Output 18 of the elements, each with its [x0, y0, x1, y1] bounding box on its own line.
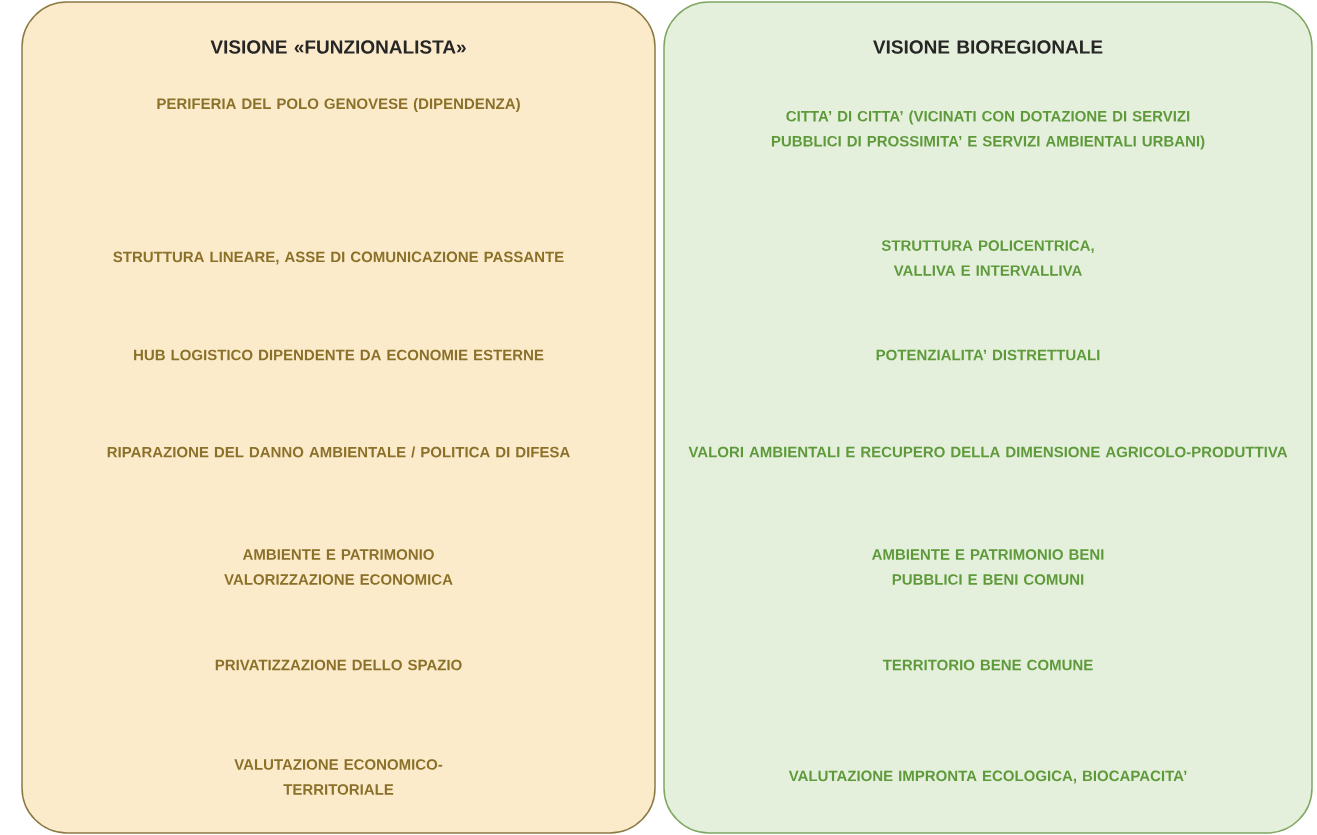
- box-text: VALUTAZIONE IMPRONTA ECOLOGICA, BIOCAPACITA’: [788, 770, 1187, 784]
- box-heading: VISIONE «FUNZIONALISTA»: [210, 40, 466, 54]
- box-text: AMBIENTE E PATRIMONIO BENI PUBBLICI E BENI COMUNI: [872, 549, 1104, 585]
- box-text: CITTA’ DI CITTA’ (VICINATI CON DOTAZIONE DI SERVIZI PUBBLICI DI PROSSIMITA’ E SERVIZI AMBIENTALI URBANI): [771, 110, 1205, 150]
- box-text: VALORI AMBIENTALI E RECUPERO DELLA DIMENSIONE AGRICOLO-PRODUTTIVA: [688, 446, 1288, 458]
- box-text: POTENZIALITA’ DISTRETTUALI: [876, 349, 1100, 361]
- box-text: HUB LOGISTICO DIPENDENTE DA ECONOMIE ESTERNE: [134, 349, 544, 361]
- rounded-panel: [663, 1, 1313, 834]
- box-text: AMBIENTE E PATRIMONIO VALORIZZAZIONE ECONOMICA: [224, 549, 453, 585]
- box-text: STRUTTURA LINEARE, ASSE DI COMUNICAZIONE PASSANTE: [113, 251, 564, 265]
- box-text: STRUTTURA POLICENTRICA, VALLIVA E INTERVALLIVA: [881, 240, 1094, 276]
- box-text: TERRITORIO BENE COMUNE: [882, 659, 1093, 671]
- box-text: PERIFERIA DEL POLO GENOVESE (DIPENDENZA): [157, 98, 520, 112]
- box-text: RIPARAZIONE DEL DANNO AMBIENTALE / POLITICA DI DIFESA: [107, 446, 570, 458]
- box-text: PRIVATIZZAZIONE DELLO SPAZIO: [215, 659, 462, 671]
- box-text: VALUTAZIONE ECONOMICO-TERRITORIALE: [234, 759, 443, 795]
- rounded-panel: [21, 1, 656, 834]
- box-heading: VISIONE BIOREGIONALE: [873, 40, 1103, 54]
